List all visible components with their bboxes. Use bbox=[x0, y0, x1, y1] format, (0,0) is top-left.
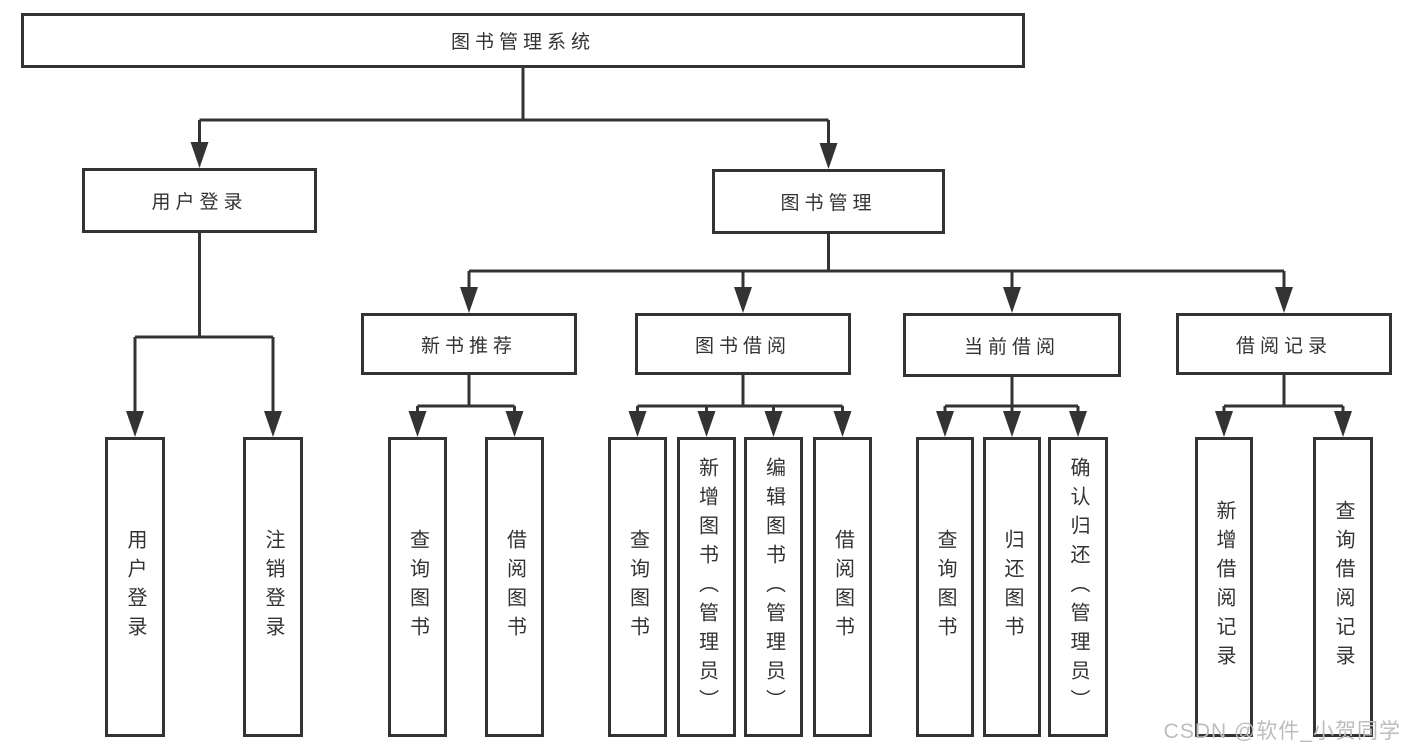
arrowhead-icon bbox=[1003, 287, 1021, 313]
node-label-return-book: 归还图书 bbox=[1001, 529, 1023, 645]
node-box-user-login: 用户登录 bbox=[82, 168, 317, 233]
arrowheads bbox=[126, 142, 1352, 437]
node-label-edit-book-admin: 编辑图书（管理员） bbox=[762, 456, 785, 718]
arrowhead-icon bbox=[126, 411, 144, 437]
node-label-query-borrow-record: 查询借阅记录 bbox=[1332, 500, 1354, 674]
arrowhead-icon bbox=[1003, 411, 1021, 437]
node-label-user-login: 用户登录 bbox=[151, 192, 248, 213]
node-box-login-action: 用户登录 bbox=[105, 437, 165, 737]
arrowhead-icon bbox=[264, 411, 282, 437]
arrowhead-icon bbox=[505, 411, 524, 437]
node-label-newbook-borrow-book: 借阅图书 bbox=[503, 529, 526, 645]
node-label-newbook-query-book: 查询图书 bbox=[406, 529, 429, 645]
node-label-borrow-query-book: 查询图书 bbox=[626, 529, 649, 645]
node-box-system: 图书管理系统 bbox=[21, 13, 1025, 68]
arrowhead-icon bbox=[1215, 411, 1233, 437]
node-label-borrow-records: 借阅记录 bbox=[1235, 335, 1332, 357]
node-label-add-book-admin: 新增图书（管理员） bbox=[695, 456, 718, 718]
node-box-current-query-book: 查询图书 bbox=[916, 437, 974, 737]
node-label-system: 图书管理系统 bbox=[450, 32, 595, 53]
node-box-book-borrow: 图书借阅 bbox=[635, 313, 851, 375]
arrowhead-icon bbox=[1334, 411, 1352, 437]
arrowhead-icon bbox=[764, 411, 783, 437]
connector-newbook-to-children bbox=[416, 375, 516, 431]
arrowhead-icon bbox=[734, 287, 752, 313]
node-label-logout-action: 注销登录 bbox=[262, 529, 284, 645]
connector-records-to-children bbox=[1222, 375, 1345, 431]
node-box-new-book-recommend: 新书推荐 bbox=[361, 313, 577, 375]
node-label-new-book-recommend: 新书推荐 bbox=[420, 335, 517, 357]
arrowhead-icon bbox=[1069, 411, 1087, 437]
node-label-book-management: 图书管理 bbox=[780, 193, 877, 214]
connector-userlogin-to-children bbox=[133, 233, 275, 431]
connector-bookborrow-to-children bbox=[636, 375, 844, 431]
node-label-confirm-return-admin: 确认归还（管理员） bbox=[1067, 456, 1089, 718]
node-box-newbook-borrow-book: 借阅图书 bbox=[485, 437, 544, 737]
arrowhead-icon bbox=[936, 411, 954, 437]
node-label-current-query-book: 查询图书 bbox=[934, 529, 956, 645]
node-box-add-borrow-record: 新增借阅记录 bbox=[1195, 437, 1253, 737]
node-box-confirm-return-admin: 确认归还（管理员） bbox=[1048, 437, 1108, 737]
arrowhead-icon bbox=[819, 143, 838, 169]
node-box-logout-action: 注销登录 bbox=[243, 437, 303, 737]
arrowhead-icon bbox=[460, 287, 478, 313]
node-box-return-book: 归还图书 bbox=[983, 437, 1041, 737]
arrowhead-icon bbox=[697, 411, 716, 437]
connector-bookmgmt-to-level3 bbox=[467, 234, 1286, 307]
node-label-borrow-borrow-book: 借阅图书 bbox=[831, 529, 854, 645]
node-box-borrow-records: 借阅记录 bbox=[1176, 313, 1392, 375]
node-box-edit-book-admin: 编辑图书（管理员） bbox=[744, 437, 803, 737]
node-box-current-borrow: 当前借阅 bbox=[903, 313, 1121, 377]
node-box-book-management: 图书管理 bbox=[712, 169, 945, 234]
arrowhead-icon bbox=[628, 411, 647, 437]
arrowhead-icon bbox=[190, 142, 209, 168]
arrowhead-icon bbox=[408, 411, 427, 437]
node-box-newbook-query-book: 查询图书 bbox=[388, 437, 447, 737]
arrowhead-icon bbox=[1275, 287, 1293, 313]
node-label-book-borrow: 图书借阅 bbox=[694, 335, 791, 357]
node-box-query-borrow-record: 查询借阅记录 bbox=[1313, 437, 1373, 737]
node-label-add-borrow-record: 新增借阅记录 bbox=[1213, 500, 1235, 674]
csdn-watermark: CSDN @软件_小贺同学 bbox=[1163, 720, 1401, 743]
node-box-borrow-borrow-book: 借阅图书 bbox=[813, 437, 872, 737]
node-label-current-borrow: 当前借阅 bbox=[963, 336, 1060, 358]
node-box-add-book-admin: 新增图书（管理员） bbox=[677, 437, 736, 737]
node-label-login-action: 用户登录 bbox=[124, 529, 146, 645]
connector-root-to-level2 bbox=[198, 68, 830, 162]
node-box-borrow-query-book: 查询图书 bbox=[608, 437, 667, 737]
arrowhead-icon bbox=[833, 411, 852, 437]
